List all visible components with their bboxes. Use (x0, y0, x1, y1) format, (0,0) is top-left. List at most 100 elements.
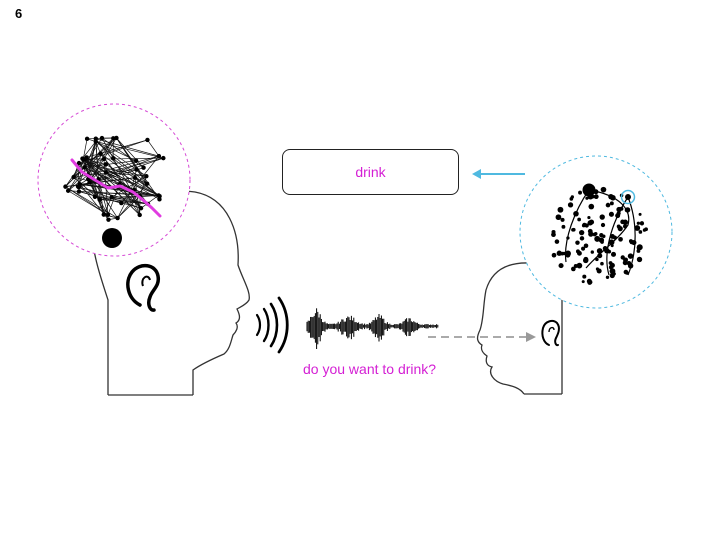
ear-icon (128, 266, 158, 310)
neuron-dot (575, 240, 579, 244)
neuron-dot (560, 252, 564, 256)
neuron-dot (581, 247, 585, 251)
neuron-dot (571, 228, 574, 231)
network-node (102, 212, 106, 216)
network-node (106, 217, 110, 221)
network-node (119, 201, 123, 205)
network-node (80, 156, 84, 160)
recognized-word-box: drink (282, 149, 459, 195)
network-node (134, 167, 138, 171)
network-node (157, 197, 161, 201)
network-node (145, 138, 149, 142)
neuron-dot (556, 214, 562, 220)
network-node (161, 156, 165, 160)
neuron-dot (588, 229, 593, 234)
neuron-dot (637, 257, 642, 262)
neuron-dot (600, 214, 605, 219)
neuron-dot (568, 202, 573, 207)
network-node (115, 216, 119, 220)
neuron-dot (640, 221, 644, 225)
neuron-dot (582, 275, 586, 279)
speaker-output-neuron (102, 228, 122, 248)
neuron-dot (580, 236, 584, 240)
neuron-dot (639, 230, 643, 234)
network-node (100, 136, 104, 140)
listener-output-neuron (625, 194, 631, 200)
neuron-dot (577, 251, 582, 256)
neuron-dot (618, 237, 623, 242)
network-node (63, 184, 67, 188)
neuron-dot (601, 187, 607, 193)
neuron-dot (606, 203, 611, 208)
neuron-dot (552, 254, 556, 258)
neuron-dot (551, 230, 555, 234)
neuron-dot (610, 201, 614, 205)
neuron-dot (599, 233, 603, 237)
network-node (145, 181, 149, 185)
network-node (138, 213, 142, 217)
sound-waves-icon (257, 298, 287, 352)
neuron-dot (583, 257, 588, 262)
network-node (97, 197, 101, 201)
listener-input-neuron (583, 184, 596, 197)
neuron-dot (623, 257, 628, 262)
neuron-dot (582, 223, 586, 227)
neuron-dot (561, 218, 565, 222)
network-node (102, 157, 106, 161)
network-node (82, 165, 86, 169)
neuron-dot (606, 276, 609, 279)
neuron-dot (601, 223, 605, 227)
network-node (104, 170, 108, 174)
network-node (133, 176, 137, 180)
neuron-dot (588, 204, 594, 210)
neuron-dot (643, 228, 646, 231)
neuron-dot (620, 220, 625, 225)
neuron-dot (579, 230, 584, 235)
network-node (98, 151, 102, 155)
neuron-dot (577, 263, 583, 269)
neuron-dot (559, 263, 564, 268)
network-node (111, 136, 115, 140)
network-node (141, 166, 145, 170)
network-node (144, 174, 148, 178)
neuron-dot (577, 218, 581, 222)
neuron-dot (597, 268, 602, 273)
network-node (157, 154, 161, 158)
neuron-dot (610, 263, 615, 268)
network-node (134, 158, 138, 162)
neuron-dot (637, 246, 641, 250)
neuron-dot (555, 239, 560, 244)
neuron-dot (562, 225, 566, 229)
network-node (66, 189, 70, 193)
recognized-word: drink (355, 164, 385, 180)
audio-waveform-icon (307, 308, 438, 349)
network-node (71, 175, 75, 179)
network-node (139, 206, 143, 210)
neuron-dot (637, 222, 640, 225)
neuron-dot (593, 233, 597, 237)
network-node (109, 195, 113, 199)
neuron-dot (609, 212, 614, 217)
neuron-dot (618, 226, 623, 231)
neuron-dot (600, 262, 604, 266)
neuron-dot (627, 261, 631, 265)
neuron-dot (639, 213, 642, 216)
neuron-dot (591, 250, 594, 253)
neuron-dot (610, 268, 616, 274)
network-node (106, 213, 110, 217)
network-node (94, 137, 98, 141)
neuron-dot (558, 207, 564, 213)
neuron-dot (582, 280, 585, 283)
neuron-dot (587, 280, 591, 284)
network-node (77, 189, 81, 193)
neuron-dot (578, 191, 582, 195)
network-node (78, 182, 82, 186)
network-node (104, 162, 108, 166)
neuron-dot (587, 216, 590, 219)
neuron-dot (600, 240, 604, 244)
neuron-dot (629, 239, 633, 243)
network-node (93, 195, 97, 199)
network-node (111, 156, 115, 160)
utterance-label: do you want to drink? (303, 361, 436, 377)
